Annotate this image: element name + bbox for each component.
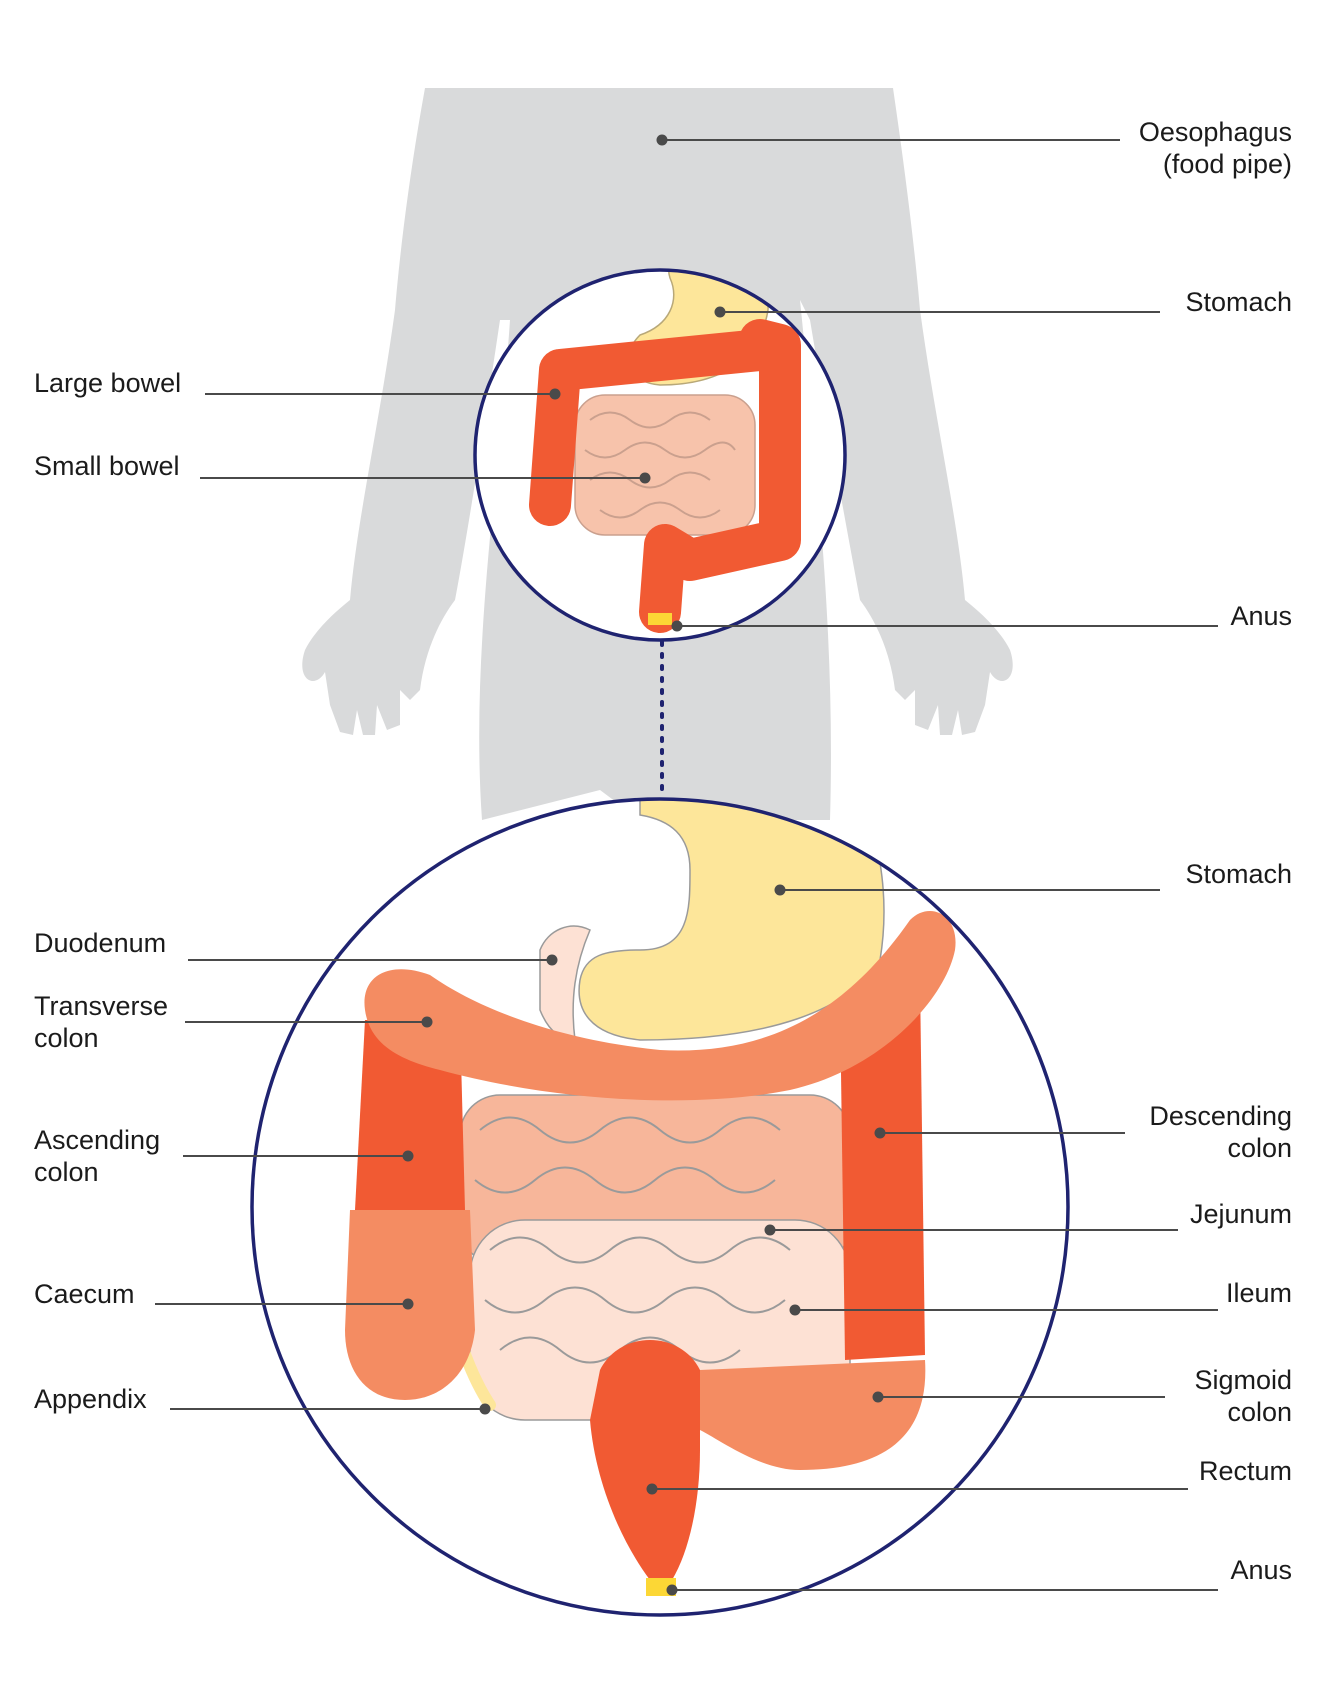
leader-lines bbox=[155, 134, 1218, 1596]
label-oesophagus: Oesophagus (food pipe) bbox=[1138, 117, 1292, 179]
label-rectum: Rectum bbox=[1198, 1456, 1292, 1486]
leader-sigmoid-colon-dot bbox=[872, 1391, 884, 1403]
leader-ileum-dot bbox=[789, 1304, 801, 1316]
label-sigmoid-colon: Sigmoid colon bbox=[1194, 1365, 1292, 1427]
leader-descending-colon-dot bbox=[874, 1127, 886, 1139]
top-large-bowel bbox=[529, 319, 801, 633]
leader-transverse-colon-dot bbox=[421, 1016, 433, 1028]
top-organs bbox=[473, 268, 847, 642]
label-appendix: Appendix bbox=[34, 1384, 147, 1414]
top-small-bowel bbox=[574, 394, 756, 536]
detail-sigmoid-colon bbox=[700, 1360, 926, 1470]
label-duodenum: Duodenum bbox=[34, 928, 167, 958]
detail-organs bbox=[250, 797, 1070, 1617]
leader-duodenum-dot bbox=[546, 954, 558, 966]
leader-small-bowel-dot bbox=[639, 472, 651, 484]
leader-oesophagus-dot bbox=[656, 134, 668, 146]
top-zoom-circle bbox=[473, 268, 847, 642]
label-ileum: Ileum bbox=[1225, 1278, 1292, 1308]
label-descending-colon: Descending colon bbox=[1149, 1101, 1292, 1163]
label-ascending-colon: Ascending colon bbox=[34, 1125, 161, 1187]
detail-transverse-colon bbox=[364, 911, 956, 1101]
label-caecum: Caecum bbox=[34, 1279, 135, 1309]
label-large-bowel: Large bowel bbox=[34, 368, 182, 398]
leader-rectum-dot bbox=[646, 1483, 658, 1495]
leader-stomach-detail-dot bbox=[774, 884, 786, 896]
leader-appendix-dot bbox=[479, 1403, 491, 1415]
label-anus-top: Anus bbox=[1230, 601, 1292, 631]
label-transverse-colon: Transverse colon bbox=[34, 991, 169, 1053]
label-anus-detail: Anus bbox=[1230, 1555, 1292, 1585]
leader-anus-detail-dot bbox=[666, 1584, 678, 1596]
label-stomach-detail: Stomach bbox=[1185, 859, 1292, 889]
label-jejunum: Jejunum bbox=[1189, 1199, 1292, 1229]
detail-descending-colon bbox=[840, 980, 925, 1360]
leader-caecum-dot bbox=[402, 1298, 414, 1310]
leader-stomach-top-dot bbox=[714, 306, 726, 318]
label-small-bowel: Small bowel bbox=[34, 451, 180, 481]
label-stomach-top: Stomach bbox=[1185, 287, 1292, 317]
detail-rectum bbox=[590, 1340, 700, 1580]
leader-large-bowel-dot bbox=[549, 388, 561, 400]
leader-anus-top-dot bbox=[671, 620, 683, 632]
top-anus bbox=[648, 613, 672, 625]
leader-ascending-colon-dot bbox=[402, 1150, 414, 1162]
detail-stomach bbox=[578, 799, 885, 1041]
detail-zoom-circle bbox=[250, 797, 1070, 1617]
leader-jejunum-dot bbox=[764, 1224, 776, 1236]
